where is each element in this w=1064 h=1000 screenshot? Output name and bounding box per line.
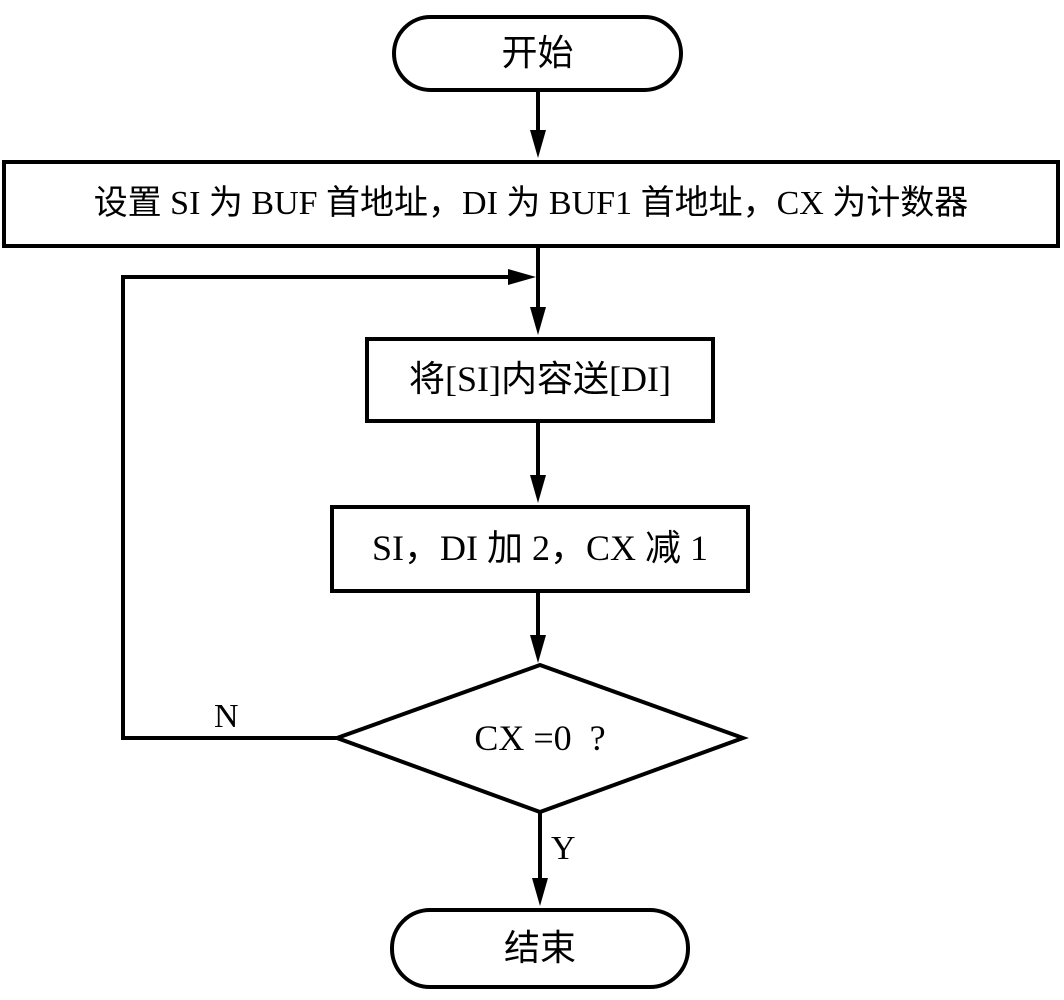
start-node: 开始 [392, 15, 683, 92]
arrowhead-down-icon [530, 307, 546, 335]
arrowhead-down-icon [530, 635, 546, 663]
start-label: 开始 [501, 32, 574, 73]
arrowhead-down-icon [530, 475, 546, 503]
copy-process-label: 将[SI]内容送[DI] [409, 359, 671, 400]
branch-label-yes: Y [551, 830, 576, 867]
connector-loop-back [121, 275, 512, 740]
copy-process-node: 将[SI]内容送[DI] [365, 337, 715, 423]
init-process-node: 设置 SI 为 BUF 首地址，DI 为 BUF1 首地址，CX 为计数器 [2, 160, 1060, 248]
decision-node-label-wrap: CX =0 ? [390, 714, 690, 762]
arrowhead-down-icon [530, 130, 546, 158]
arrowhead-right-icon [508, 269, 536, 285]
increment-process-label: SI，DI 加 2，CX 减 1 [371, 528, 708, 569]
branch-label-no: N [214, 698, 239, 735]
increment-process-node: SI，DI 加 2，CX 减 1 [330, 505, 750, 593]
decision-diamond [331, 662, 749, 815]
end-node: 结束 [390, 908, 690, 989]
arrowhead-down-icon [532, 878, 548, 906]
decision-label: CX =0 ? [474, 718, 606, 758]
init-process-label: 设置 SI 为 BUF 首地址，DI 为 BUF1 首地址，CX 为计数器 [93, 185, 969, 223]
end-label: 结束 [503, 927, 576, 968]
